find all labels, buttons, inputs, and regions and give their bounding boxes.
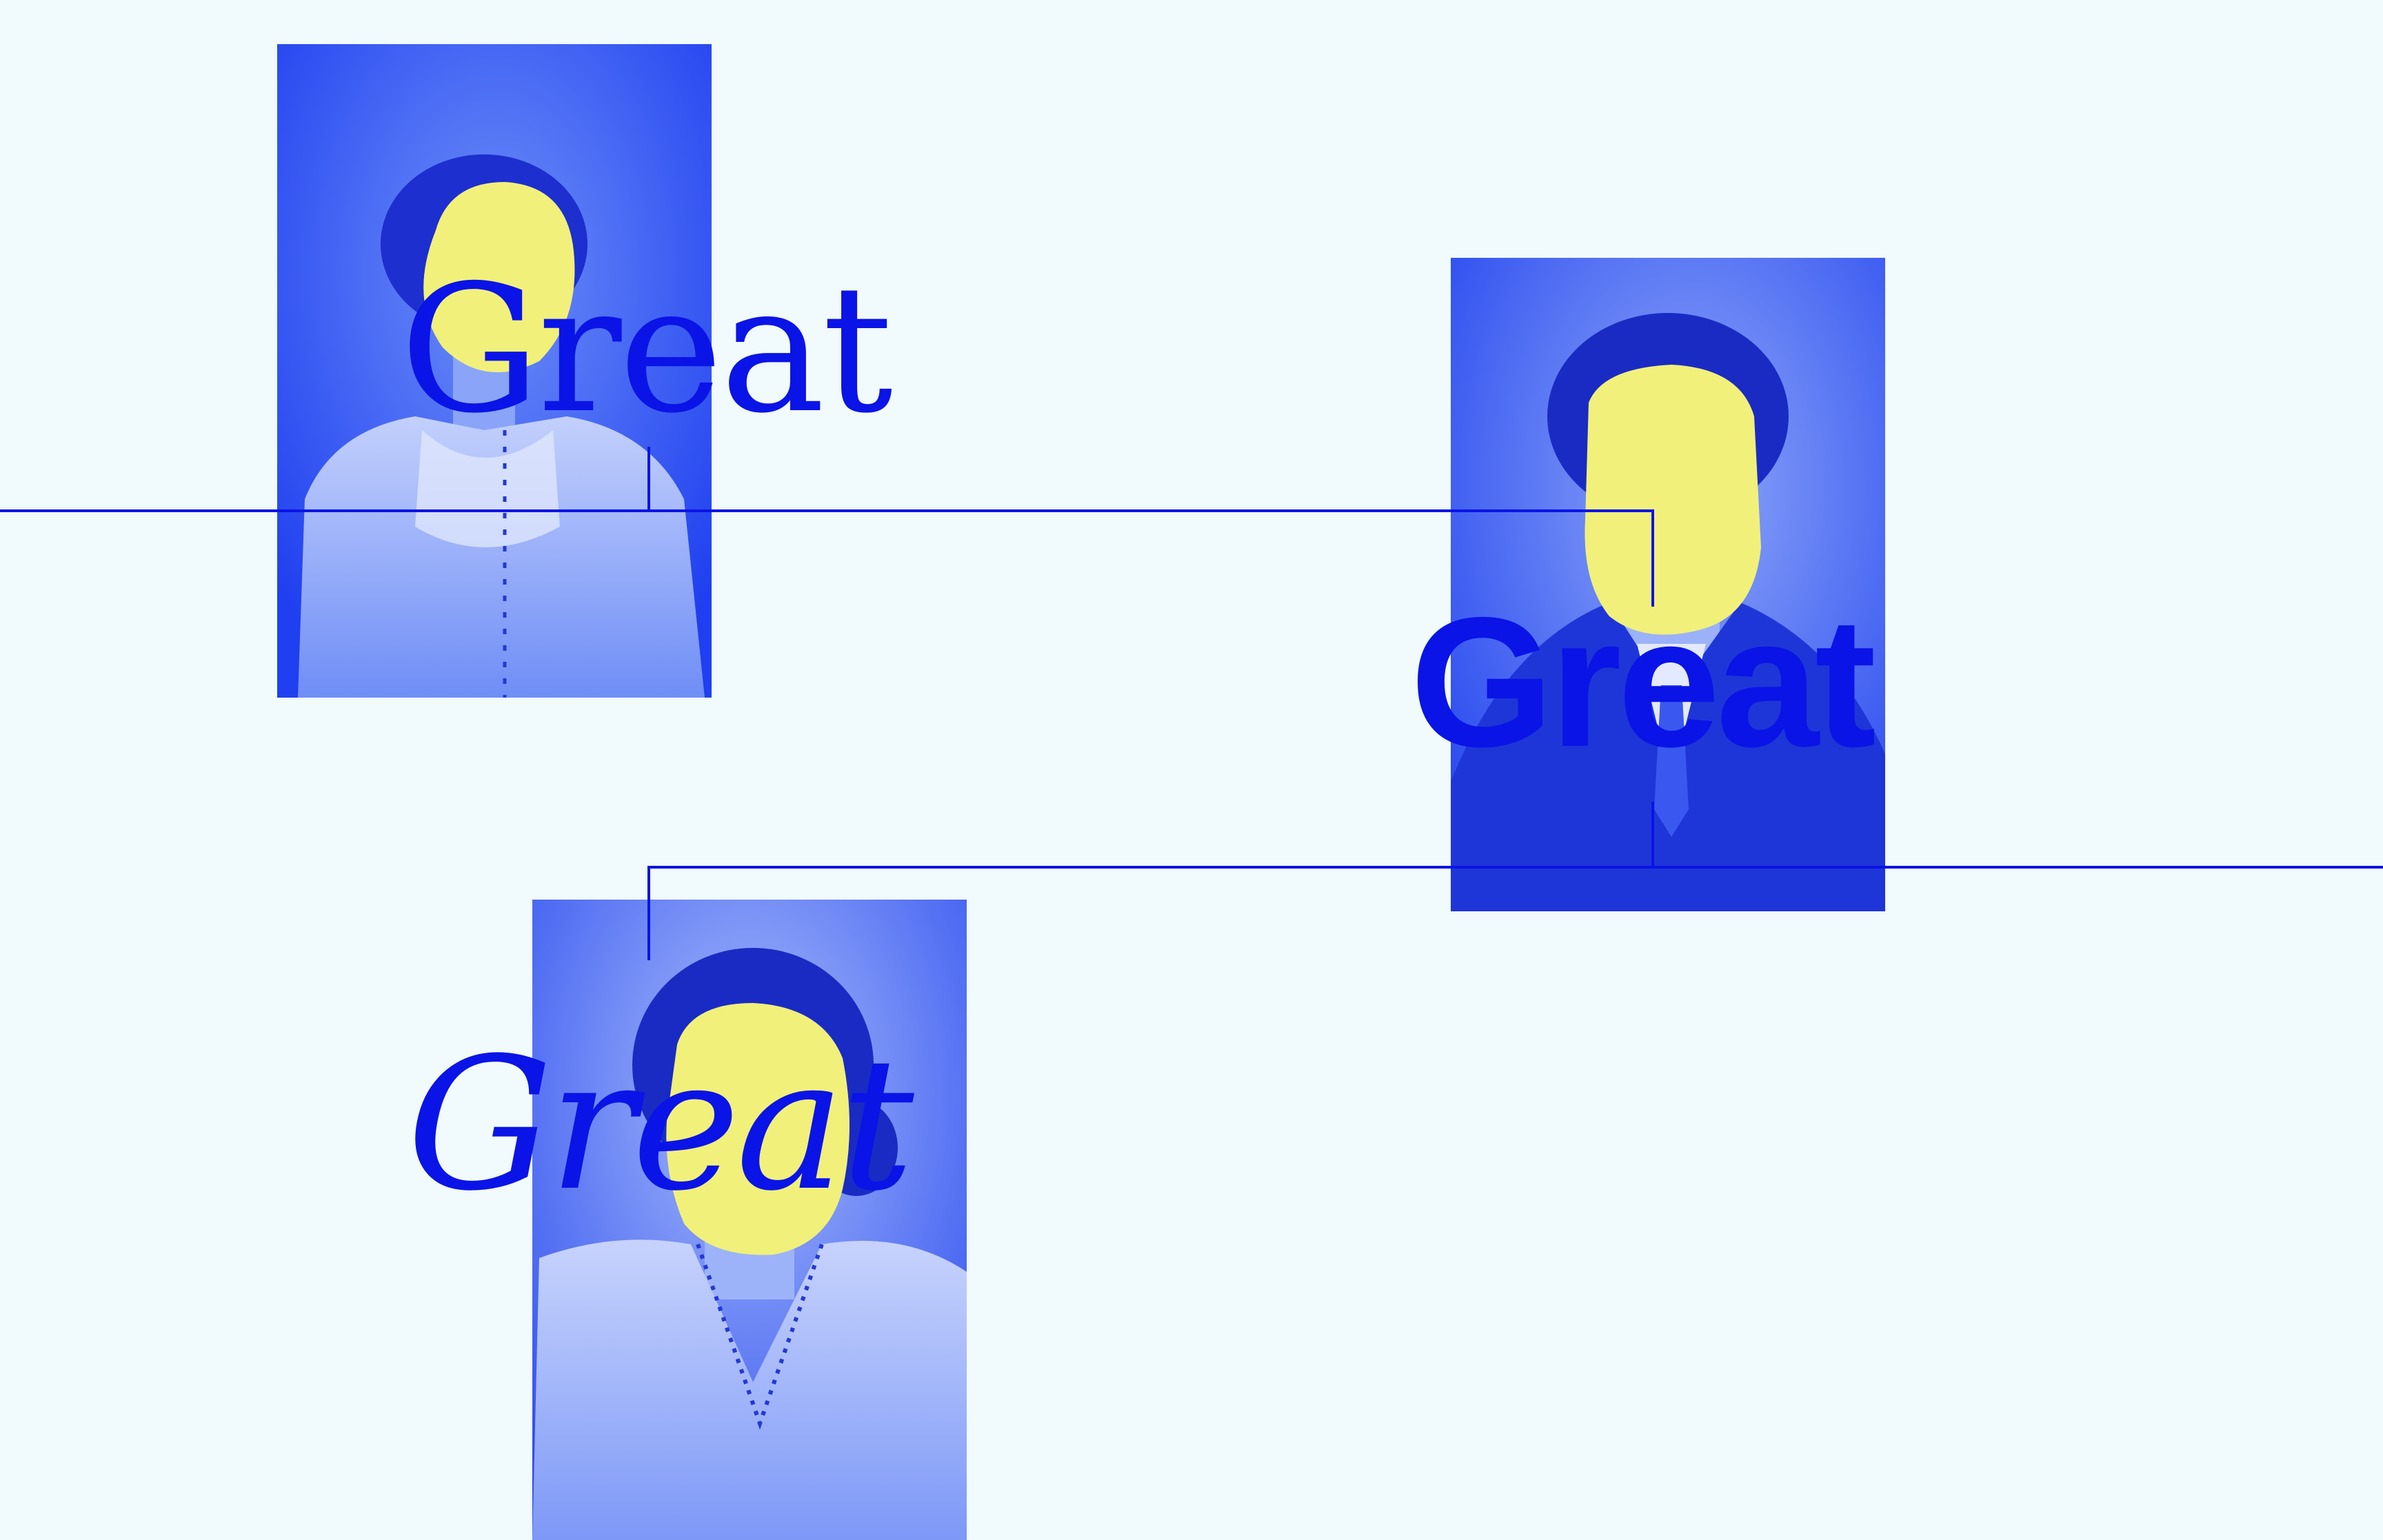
portrait-woman-necklace-image (532, 900, 967, 1540)
connector-line-top (0, 509, 1654, 607)
portrait-woman-necklace (532, 900, 967, 1540)
word-great-bold: Great (1410, 578, 1876, 785)
word-great-serif: Great (400, 247, 893, 452)
word-great-italic: Great (407, 1019, 914, 1231)
